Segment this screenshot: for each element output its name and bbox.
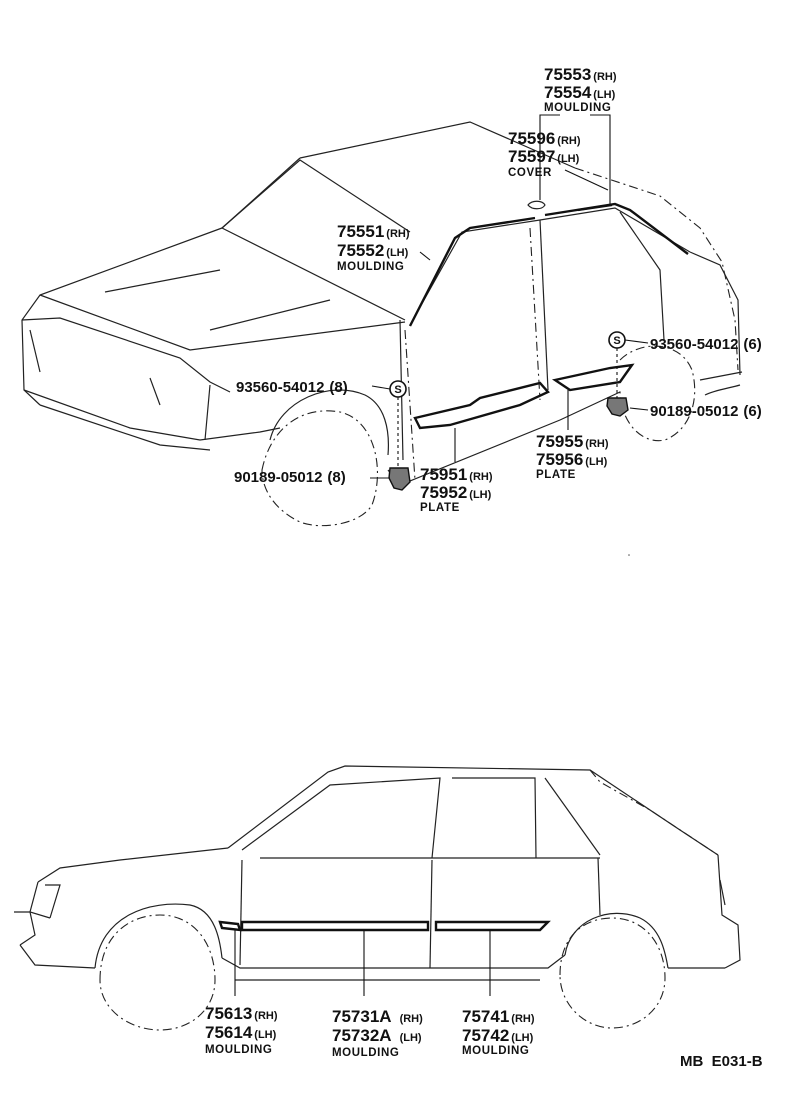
svg-text:75613(RH): 75613(RH): [205, 1004, 278, 1023]
figure-code: MB E031-B: [680, 1053, 763, 1070]
svg-text:93560-54012(6): 93560-54012(6): [650, 336, 762, 353]
upper-car-parts: [408, 200, 689, 430]
screw-rear: S: [608, 331, 626, 349]
svg-text:75732A(LH): 75732A(LH): [332, 1026, 422, 1045]
clip-front-icon: [388, 467, 411, 491]
svg-text:75551(RH): 75551(RH): [337, 222, 410, 241]
callout-front-door-moulding: 75731A(RH) 75732A(LH) MOULDING: [332, 1007, 423, 1059]
roof-drip-moulding: [577, 203, 613, 212]
svg-text:75952(LH): 75952(LH): [420, 483, 492, 502]
svg-text:75742(LH): 75742(LH): [462, 1026, 534, 1045]
callout-rear-plate: 75955(RH) 75956(LH) PLATE: [536, 432, 609, 481]
svg-text:MOULDING: MOULDING: [332, 1047, 399, 1059]
scan-speck: [628, 554, 630, 556]
callout-cover: 75596(RH) 75597(LH) COVER: [508, 129, 581, 179]
svg-text:75553(RH): 75553(RH): [544, 65, 617, 84]
screw-front: S: [389, 380, 407, 398]
callout-rear-door-moulding: 75741(RH) 75742(LH) MOULDING: [462, 1007, 535, 1057]
callout-screw-rear: 93560-54012(6): [650, 336, 762, 353]
svg-text:75951(RH): 75951(RH): [420, 465, 493, 484]
callout-clip-front: 90189-05012(8): [234, 469, 346, 486]
svg-text:75597(LH): 75597(LH): [508, 147, 580, 166]
lower-car-parts: [218, 920, 551, 932]
front-scuff-plate: [413, 381, 550, 430]
upper-car-body: [21, 121, 743, 527]
fender-moulding: [218, 920, 242, 932]
svg-text:90189-05012(6): 90189-05012(6): [650, 403, 762, 420]
callout-screw-front: 93560-54012(8): [236, 379, 348, 396]
svg-text:S: S: [394, 384, 401, 396]
lower-car-body: [14, 765, 741, 1031]
svg-text:MOULDING: MOULDING: [205, 1044, 272, 1056]
svg-text:90189-05012(8): 90189-05012(8): [234, 469, 346, 486]
callout-fender-moulding: 75613(RH) 75614(LH) MOULDING: [205, 1004, 278, 1056]
clip-rear-icon: [606, 397, 629, 417]
callout-upper-moulding: 75553(RH) 75554(LH) MOULDING: [544, 65, 617, 114]
rear-scuff-plate: [551, 363, 635, 392]
svg-text:75596(RH): 75596(RH): [508, 129, 581, 148]
svg-text:75554(LH): 75554(LH): [544, 83, 616, 102]
callout-front-plate: 75951(RH) 75952(LH) PLATE: [420, 465, 493, 514]
svg-text:75741(RH): 75741(RH): [462, 1007, 535, 1026]
front-door-moulding: [240, 920, 430, 932]
cover-piece: [527, 200, 546, 210]
svg-text:75955(RH): 75955(RH): [536, 432, 609, 451]
svg-text:MOULDING: MOULDING: [462, 1045, 529, 1057]
front-door-frame-moulding: [408, 216, 536, 327]
upper-leaders: [370, 114, 649, 479]
svg-text:COVER: COVER: [508, 167, 552, 179]
svg-text:PLATE: PLATE: [536, 469, 576, 481]
svg-text:PLATE: PLATE: [420, 502, 460, 514]
svg-text:S: S: [613, 335, 620, 347]
rear-door-moulding: [434, 920, 551, 932]
lower-leaders: [234, 930, 491, 996]
svg-text:75956(LH): 75956(LH): [536, 450, 608, 469]
svg-text:75614(LH): 75614(LH): [205, 1023, 277, 1042]
svg-text:75731A(RH): 75731A(RH): [332, 1007, 423, 1026]
svg-text:MOULDING: MOULDING: [337, 261, 404, 273]
rear-door-frame-moulding: [544, 202, 689, 255]
svg-text:75552(LH): 75552(LH): [337, 241, 409, 260]
svg-text:MOULDING: MOULDING: [544, 102, 611, 114]
callout-front-moulding: 75551(RH) 75552(LH) MOULDING: [337, 222, 410, 273]
svg-text:93560-54012(8): 93560-54012(8): [236, 379, 348, 396]
callout-clip-rear: 90189-05012(6): [650, 403, 762, 420]
